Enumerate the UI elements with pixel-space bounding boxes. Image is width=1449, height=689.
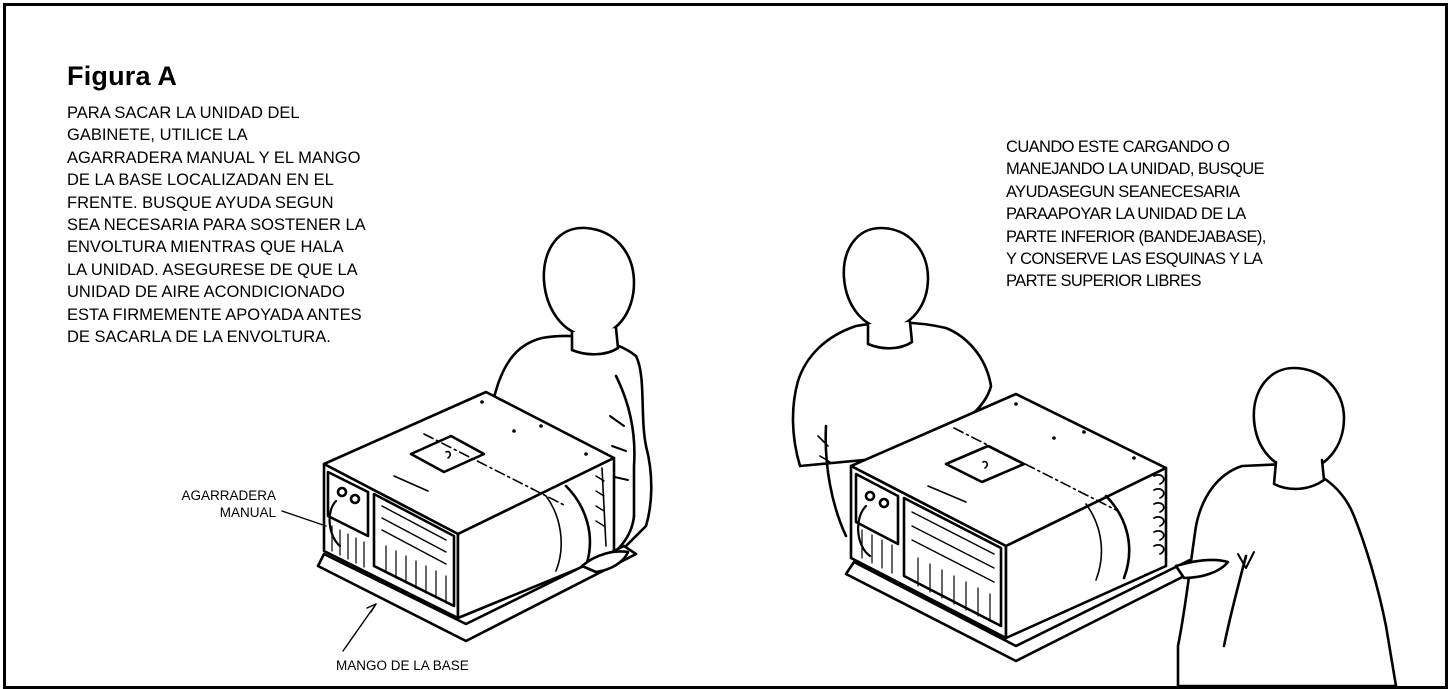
left-person-head bbox=[542, 226, 636, 338]
illustration bbox=[281, 226, 1398, 686]
left-instruction-text: PARA SACAR LA UNIDAD DEL GABINETE, UTILI… bbox=[67, 104, 366, 347]
right-person-right-head bbox=[1252, 366, 1346, 472]
right-instruction-text: CUANDO ESTE CARGANDO O MANEJANDO LA UNID… bbox=[1006, 138, 1266, 291]
figure-frame: Figura A PARA SACAR LA UNIDAD DEL GABINE… bbox=[3, 3, 1448, 689]
figure-title: Figura A bbox=[67, 61, 178, 91]
callout-mango-de-la-base: MANGO DE LA BASE bbox=[336, 658, 469, 673]
right-person-right-torso bbox=[1176, 462, 1398, 686]
right-person-left-head bbox=[842, 226, 930, 330]
right-scene bbox=[791, 226, 1398, 686]
left-ac-unit bbox=[316, 390, 638, 643]
left-scene bbox=[281, 226, 653, 652]
callout-agarradera-manual: AGARRADERA MANUAL bbox=[181, 488, 276, 520]
